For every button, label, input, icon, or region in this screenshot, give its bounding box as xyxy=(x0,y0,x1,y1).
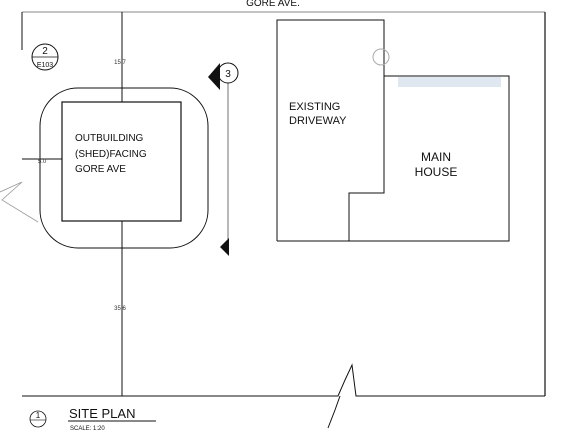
detail-callout-number: 2 xyxy=(42,46,48,57)
dimension-left: 5.0 xyxy=(38,159,47,165)
driveway-label-line-2: DRIVEWAY xyxy=(289,115,347,127)
street-label: GORE AVE. xyxy=(246,0,300,9)
detail-callout: 2 E103 xyxy=(31,43,59,71)
title-block-title: SITE PLAN xyxy=(69,406,135,421)
bottom-break-line-lower xyxy=(327,395,341,429)
section-arrow-bottom-icon xyxy=(220,238,229,256)
outbuilding-label-line-1: OUTBUILDING xyxy=(75,133,144,144)
section-marker: 3 xyxy=(208,62,239,256)
title-block: 1 SITE PLAN SCALE: 1:20 xyxy=(29,406,156,432)
utility-pole-marker xyxy=(372,48,390,66)
house-label-line-2: HOUSE xyxy=(415,165,458,179)
outbuilding-setback-outline xyxy=(39,87,209,249)
section-marker-number: 3 xyxy=(225,69,231,80)
house-label-line-1: MAIN xyxy=(421,150,451,164)
bottom-break-line xyxy=(22,363,545,397)
title-block-number: 1 xyxy=(36,411,41,420)
title-block-scale: SCALE: 1:20 xyxy=(70,426,105,432)
main-house-outline xyxy=(277,75,510,242)
outbuilding-label-line-3: GORE AVE xyxy=(75,164,126,175)
dimension-top: 15.7 xyxy=(114,60,126,66)
outbuilding xyxy=(61,101,182,222)
outbuilding-label-line-2: (SHED)FACING xyxy=(75,149,147,160)
detail-callout-sheet: E103 xyxy=(37,62,53,69)
dimension-bottom: 35.6 xyxy=(114,306,126,312)
section-arrow-top-icon xyxy=(208,63,220,90)
left-break-line xyxy=(0,181,39,223)
house-tag xyxy=(398,77,501,87)
driveway-label-line-1: EXISTING xyxy=(289,101,340,113)
driveway-outline xyxy=(276,19,385,241)
